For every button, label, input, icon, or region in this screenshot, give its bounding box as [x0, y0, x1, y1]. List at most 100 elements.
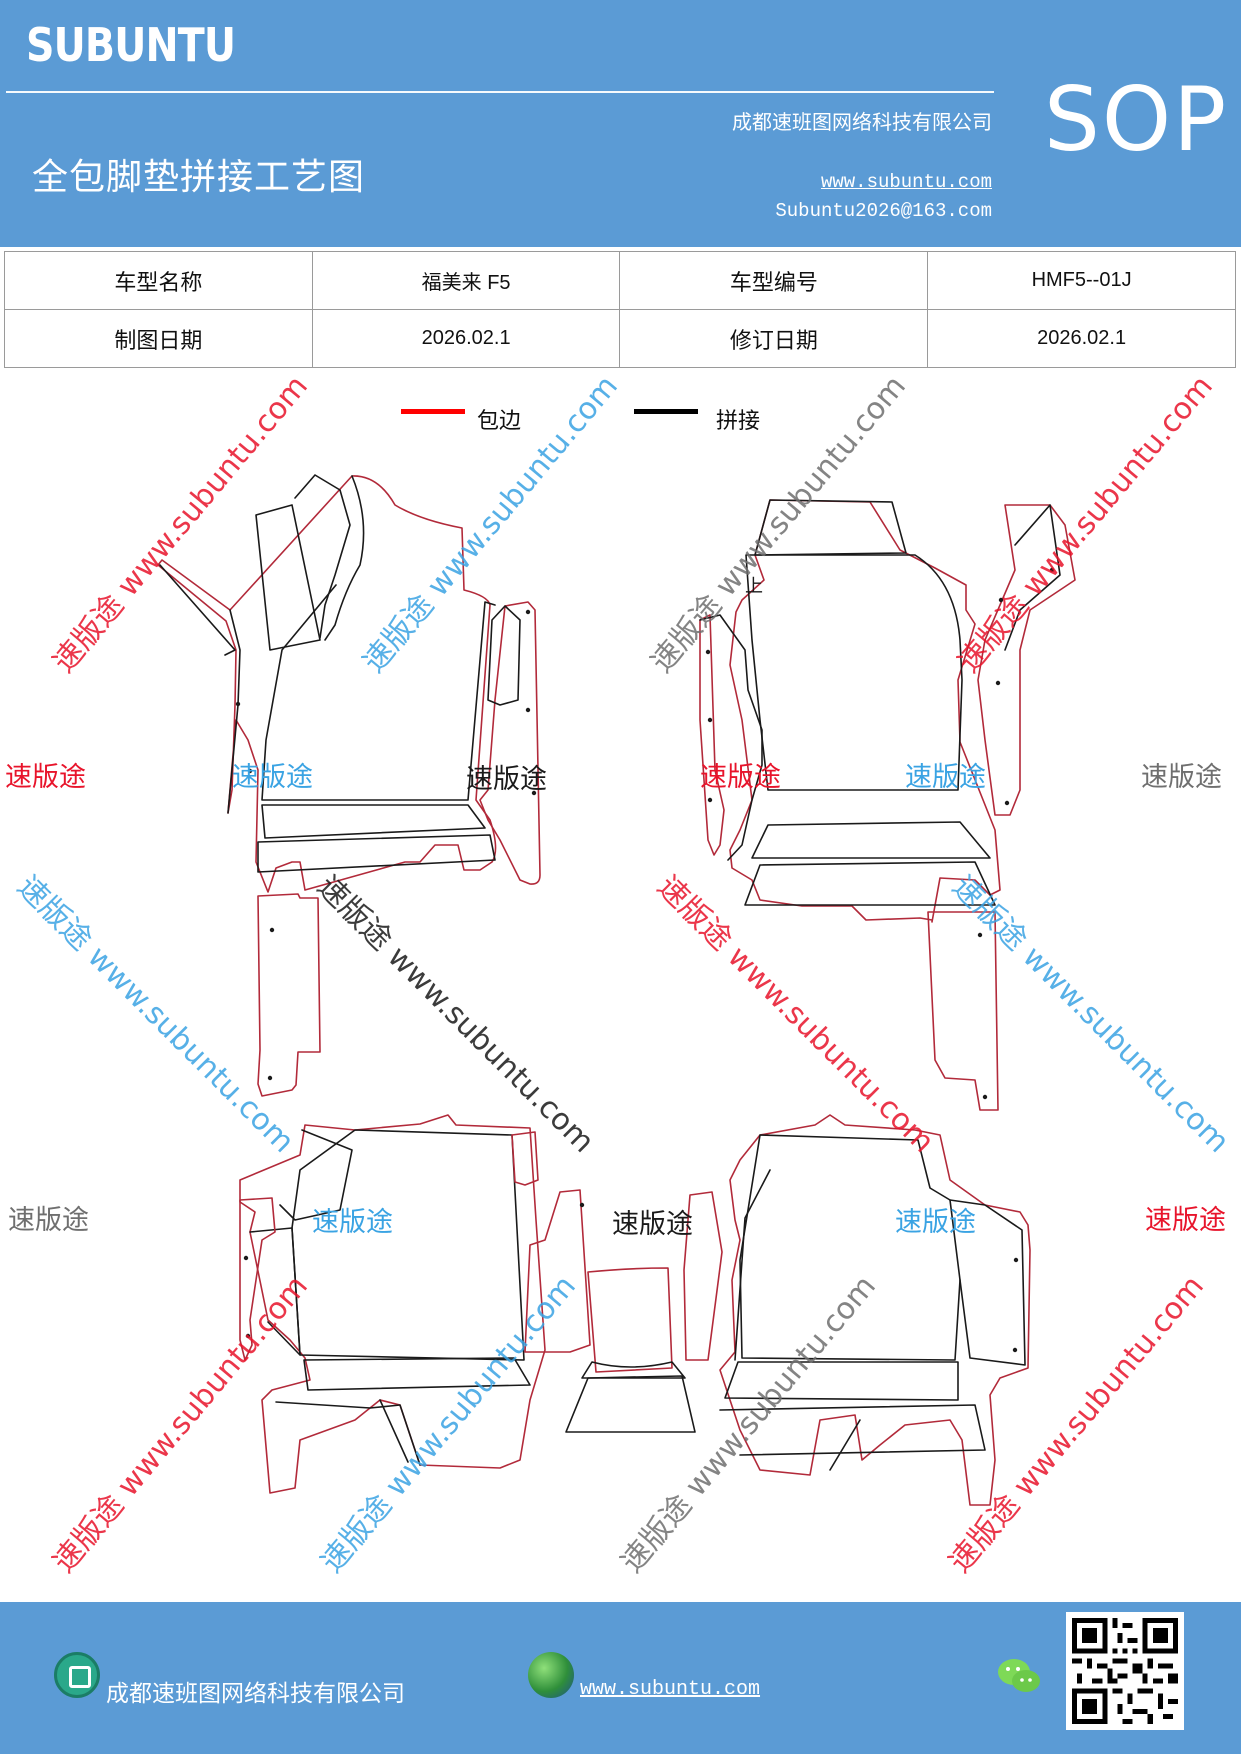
join-outline	[257, 834, 496, 873]
front-right-mat	[729, 499, 1001, 923]
legend-join-label: 拼接	[716, 409, 761, 434]
hole-mark	[245, 1333, 251, 1339]
join-outline	[261, 584, 496, 801]
model-info-table: 车型名称 福美来 F5 车型编号 HMF5--01J 制图日期 2026.02.…	[4, 251, 1236, 368]
revise-date-label: 修订日期	[619, 309, 929, 368]
join-outline	[487, 605, 521, 706]
watermark-short: 速版途	[312, 1207, 393, 1238]
sop-badge: SOP	[1044, 68, 1229, 171]
edge-outline	[239, 1197, 276, 1361]
hole-mark	[998, 597, 1004, 603]
join-outline	[279, 1129, 353, 1221]
center-tunnel-mat	[565, 1267, 696, 1433]
join-outline	[739, 1134, 961, 1361]
join-outline	[724, 1361, 959, 1401]
join-outline	[294, 474, 351, 639]
join-outline	[719, 1404, 986, 1456]
draw-date-label: 制图日期	[4, 309, 313, 368]
hole-mark	[1049, 567, 1055, 573]
qr-code-pattern	[1072, 1618, 1178, 1724]
wechat-icon[interactable]	[996, 1656, 1042, 1696]
watermark-short: 速版途	[232, 762, 313, 793]
edge-outline	[587, 1267, 673, 1373]
hole-mark	[995, 680, 1001, 686]
watermark-short: 速版途	[466, 764, 547, 795]
hole-mark	[705, 649, 711, 655]
hole-mark	[525, 609, 531, 615]
model-name-label: 车型名称	[4, 251, 313, 310]
edge-outline	[977, 504, 1076, 816]
legend-edge-label: 包边	[477, 409, 522, 434]
globe-icon	[528, 1652, 574, 1698]
rear-left-side-pieces	[239, 1131, 591, 1361]
join-outline	[261, 804, 486, 839]
model-name-value: 福美来 F5	[311, 251, 621, 310]
edge-outline	[927, 911, 999, 1111]
edge-outline	[699, 614, 725, 856]
up-mark: 上	[745, 576, 763, 597]
join-outline	[744, 861, 996, 906]
join-outline	[1004, 504, 1061, 651]
join-outline	[227, 609, 241, 814]
rear-right-mat	[683, 1114, 1031, 1506]
qr-code[interactable]	[1066, 1612, 1184, 1730]
watermark-short: 速版途	[895, 1207, 976, 1238]
hole-mark	[267, 1075, 273, 1081]
front-left-mat	[157, 474, 497, 893]
hole-mark	[707, 797, 713, 803]
edge-outline	[239, 1114, 546, 1494]
hole-mark	[1012, 1347, 1018, 1353]
building-icon	[54, 1652, 100, 1698]
hole-mark	[243, 1255, 249, 1261]
edge-outline	[524, 1189, 591, 1353]
join-outline	[303, 1357, 531, 1391]
email-address[interactable]: Subuntu2026@163.com	[775, 200, 992, 222]
edge-outline	[683, 1191, 723, 1361]
hole-mark	[531, 790, 537, 796]
join-outline	[159, 564, 236, 656]
watermark-short: 速版途	[1141, 762, 1222, 793]
table-row: 车型名称 福美来 F5 车型编号 HMF5--01J	[4, 251, 1236, 310]
hole-mark	[977, 932, 983, 938]
join-outline	[275, 1401, 421, 1466]
watermark-short: 速版途	[8, 1205, 89, 1236]
page-header: SUBUNTU 全包脚垫拼接工艺图 成都速班图网络科技有限公司 www.subu…	[0, 0, 1241, 247]
join-outline	[754, 499, 907, 556]
header-divider	[6, 91, 994, 93]
join-outline	[379, 1399, 409, 1463]
company-name: 成都速班图网络科技有限公司	[732, 110, 992, 134]
hole-mark	[269, 927, 275, 933]
hole-mark	[707, 717, 713, 723]
footer-company-name: 成都速班图网络科技有限公司	[106, 1681, 405, 1707]
hole-mark	[1004, 800, 1010, 806]
hole-mark	[525, 707, 531, 713]
rear-left-mat	[239, 1114, 546, 1494]
join-outline	[734, 1169, 771, 1361]
revise-date-value: 2026.02.1	[927, 309, 1236, 368]
edge-outline	[479, 601, 541, 885]
edge-outline	[719, 1114, 1031, 1506]
hole-mark	[1013, 1257, 1019, 1263]
draw-date-value: 2026.02.1	[311, 309, 621, 368]
watermark-short: 速版途	[1145, 1205, 1226, 1236]
edge-outline	[729, 499, 1001, 923]
footer-website-link[interactable]: www.subuntu.com	[580, 1678, 761, 1701]
edge-outline	[257, 893, 321, 1097]
document-title: 全包脚垫拼接工艺图	[32, 157, 366, 198]
brand-logo: SUBUNTU	[26, 18, 236, 72]
front-right-side-strips	[699, 504, 1076, 1111]
join-outline	[565, 1375, 696, 1433]
legend-join-swatch	[634, 409, 698, 414]
join-outline	[291, 1129, 525, 1361]
join-outline	[699, 614, 763, 861]
hole-mark	[579, 1202, 585, 1208]
front-left-side-strip	[479, 601, 541, 885]
website-link[interactable]: www.subuntu.com	[820, 171, 992, 193]
edge-outline	[157, 475, 497, 893]
watermark-short: 速版途	[905, 762, 986, 793]
join-outline	[581, 1361, 686, 1379]
join-outline	[249, 1227, 301, 1356]
edge-outline	[511, 1131, 539, 1186]
join-outline	[745, 554, 963, 791]
floor-mat-diagram: 上	[0, 370, 1241, 1600]
